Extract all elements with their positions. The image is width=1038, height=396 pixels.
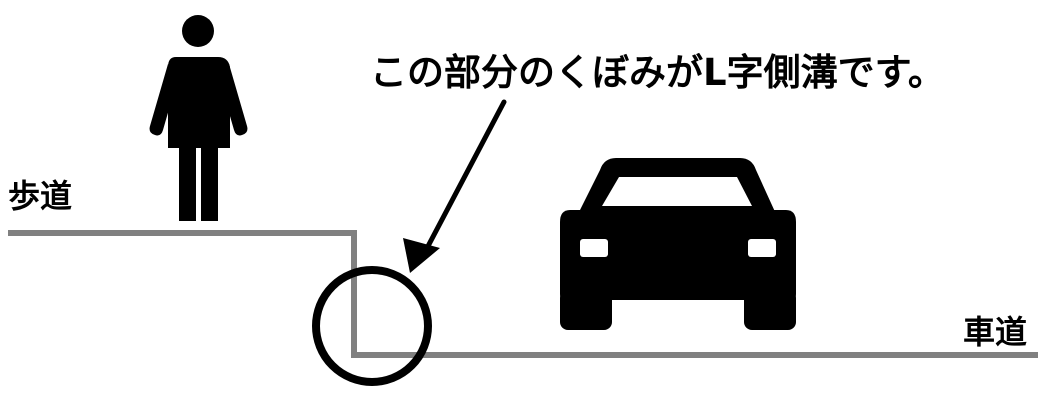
sidewalk-label: 歩道 xyxy=(8,177,72,215)
circle-highlight xyxy=(312,266,432,386)
car-icon xyxy=(560,158,796,330)
callout-text: この部分のくぼみがL字側溝です。 xyxy=(370,51,945,94)
road-profile-line xyxy=(8,230,1038,358)
person-icon xyxy=(149,15,248,221)
roadway-label: 車道 xyxy=(963,313,1027,351)
arrow-icon xyxy=(403,99,507,273)
